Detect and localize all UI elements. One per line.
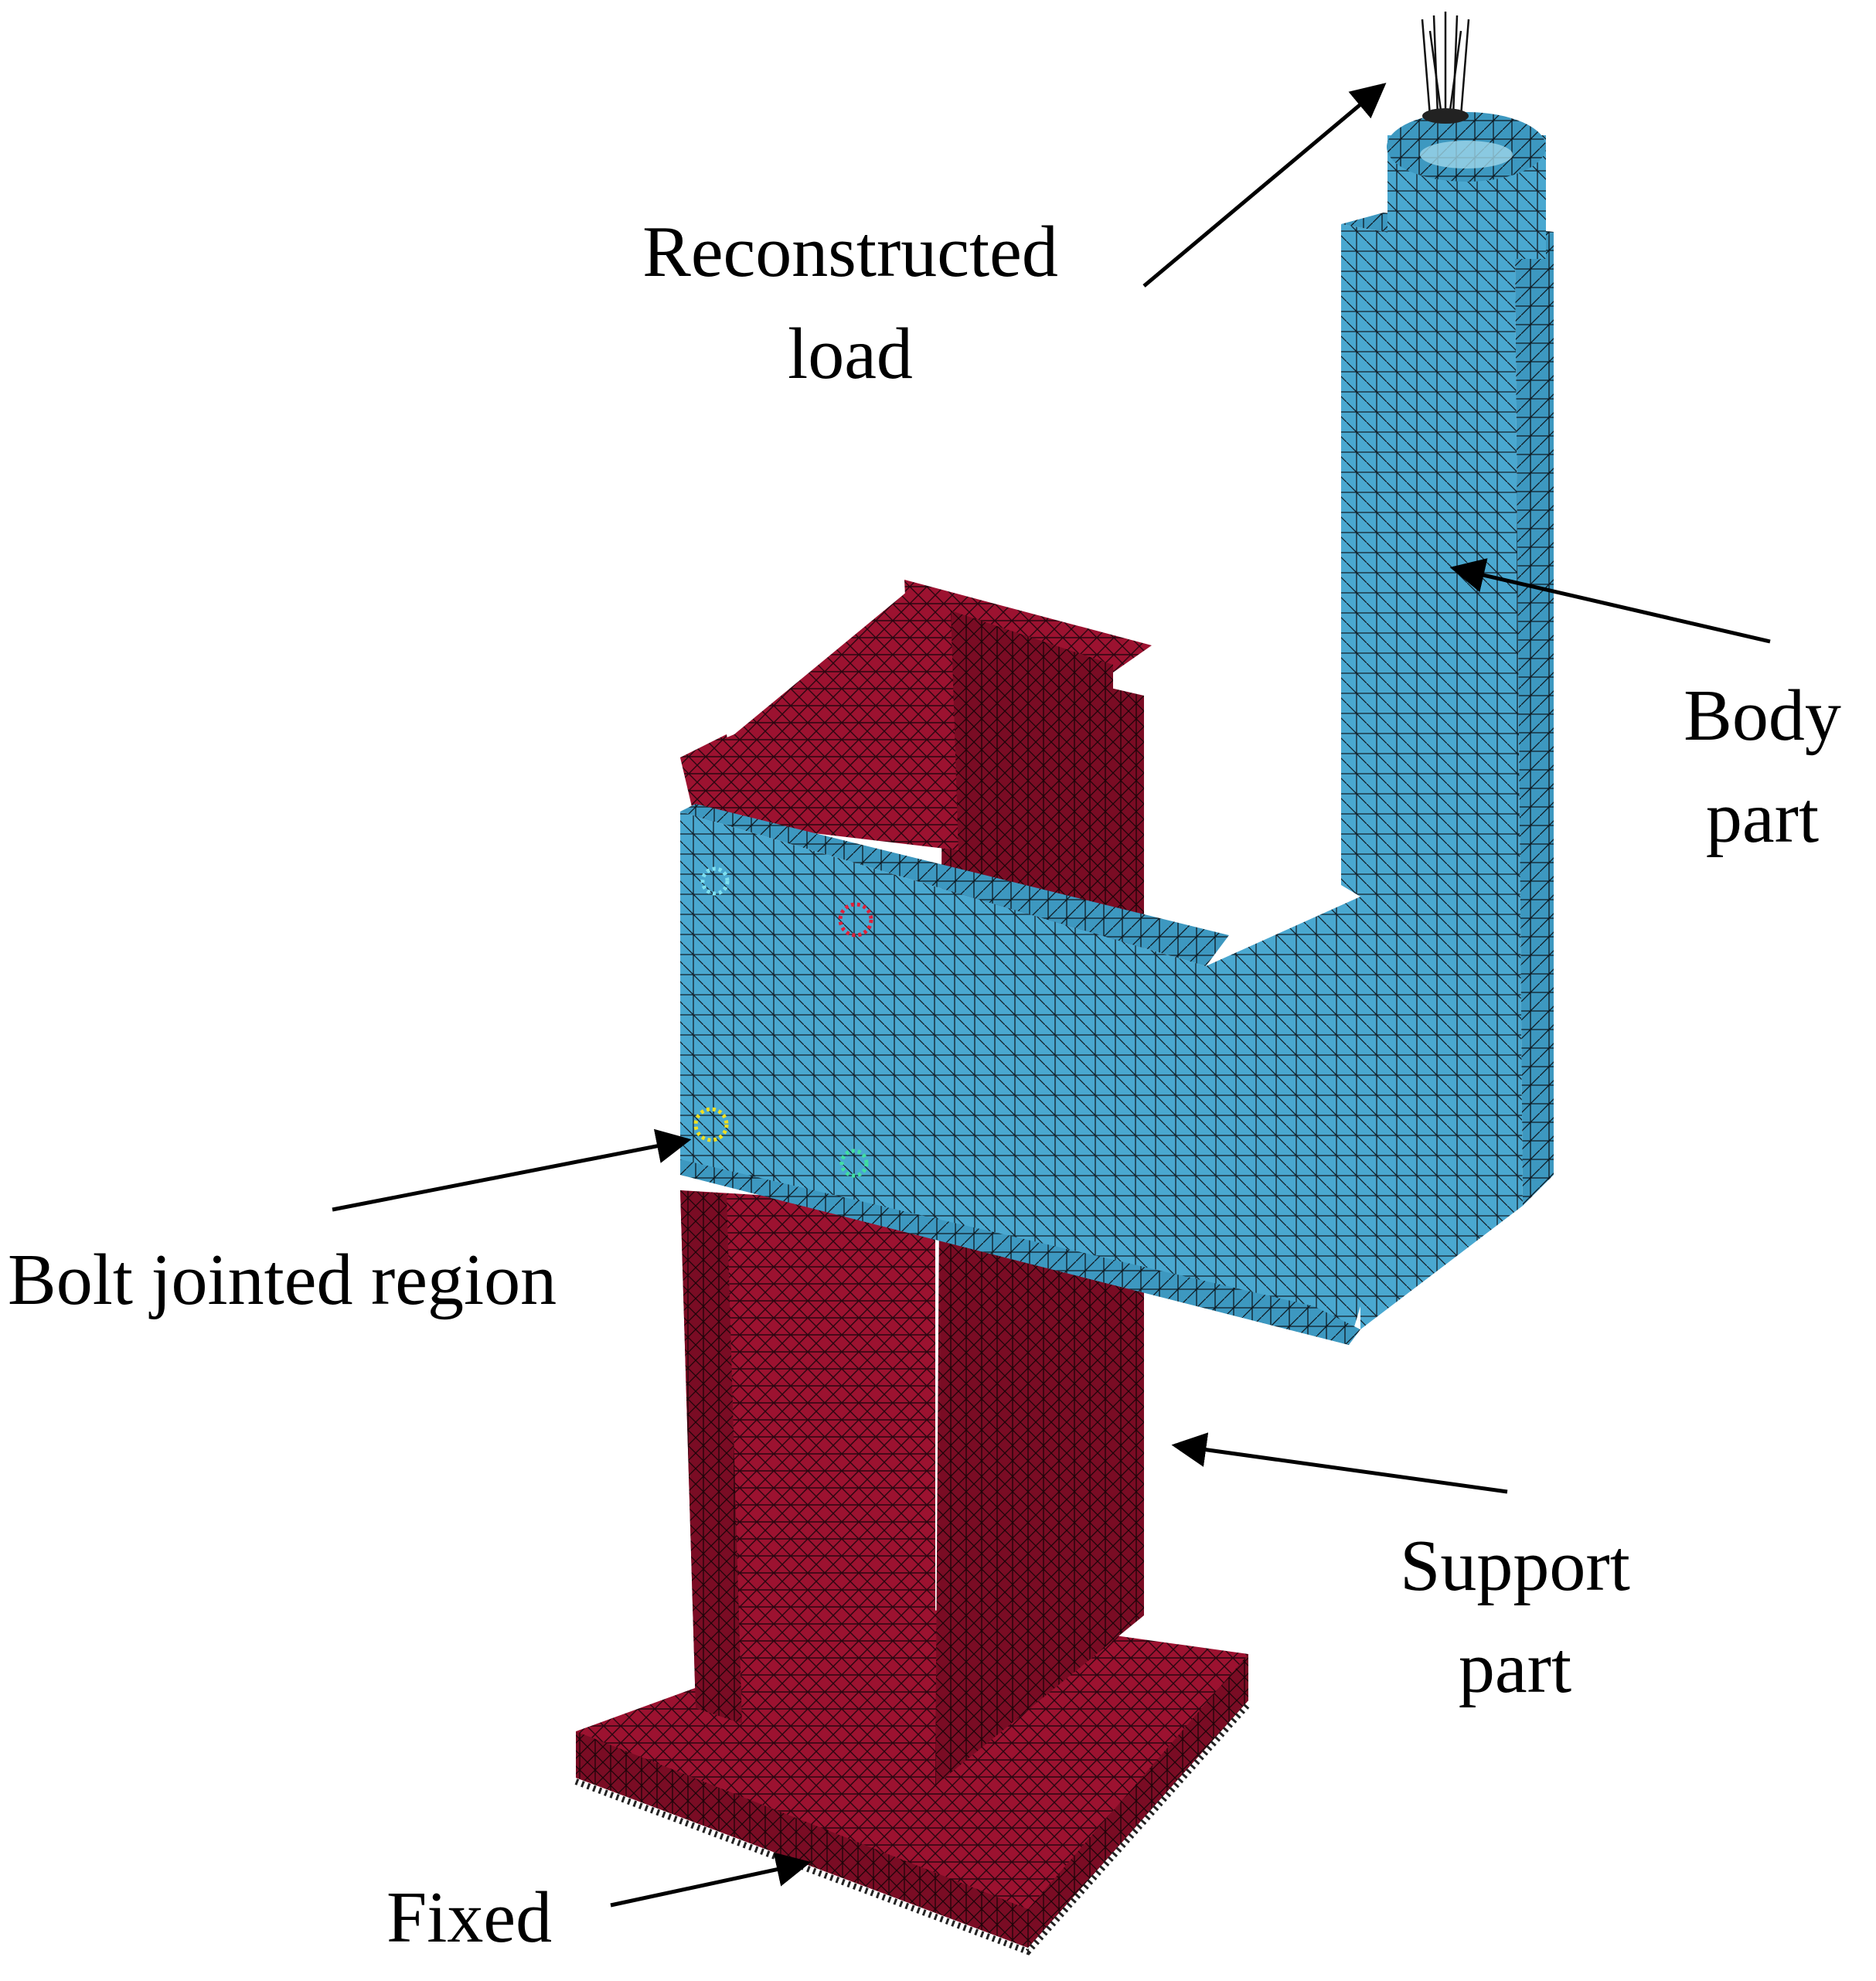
- arrow-support-part: [1171, 1432, 1508, 1494]
- bolt-marker-cyan: [700, 866, 730, 896]
- label-body-part-line1: Body: [1684, 676, 1841, 756]
- label-reconstructed-load-line1: Reconstructed: [642, 212, 1058, 292]
- arrow-bolt-region: [332, 1128, 692, 1212]
- bolt-markers: [693, 866, 873, 1178]
- support-upper-side: [951, 611, 1113, 928]
- support-upper-flange: [680, 734, 742, 823]
- support-upper-block: [680, 587, 958, 850]
- body-part: [680, 112, 1554, 1345]
- support-column-flange: [680, 1190, 742, 1724]
- body-vertical-front: [1341, 224, 1523, 1329]
- label-bolt-jointed-region: Bolt jointed region: [8, 1229, 672, 1331]
- label-bolt-jointed-region-text: Bolt jointed region: [8, 1240, 557, 1320]
- label-reconstructed-load-line2: load: [788, 314, 913, 394]
- body-vertical-side: [1515, 232, 1554, 1206]
- support-column-front-face: [680, 1190, 935, 1785]
- bolt-marker-green: [839, 1149, 869, 1178]
- support-base-right: [1028, 1654, 1248, 1948]
- bolt-marker-red: [838, 902, 873, 938]
- bolt-marker-yellow: [693, 1107, 729, 1142]
- label-fixed: Fixed: [386, 1867, 618, 1969]
- body-arm-bottom: [680, 1159, 1360, 1345]
- support-base-front: [576, 1731, 1028, 1948]
- label-support-part-line2: part: [1458, 1628, 1572, 1708]
- arrow-fixed: [610, 1852, 812, 1908]
- label-fixed-text: Fixed: [386, 1877, 553, 1958]
- load-vectors: [1421, 12, 1470, 124]
- label-support-part-line1: Support: [1400, 1526, 1630, 1606]
- arrow-body-part: [1449, 558, 1771, 644]
- fixed-boundary-marks: [574, 1702, 1251, 1955]
- label-support-part: Support part: [1345, 1515, 1685, 1719]
- label-body-part: Body part: [1639, 665, 1876, 869]
- annotation-arrows: [332, 83, 1771, 1908]
- arrow-reconstructed-load: [1142, 83, 1387, 288]
- label-reconstructed-load: Reconstructed load: [587, 201, 1113, 405]
- label-body-part-line2: part: [1705, 778, 1820, 858]
- body-arm-top: [680, 804, 1229, 966]
